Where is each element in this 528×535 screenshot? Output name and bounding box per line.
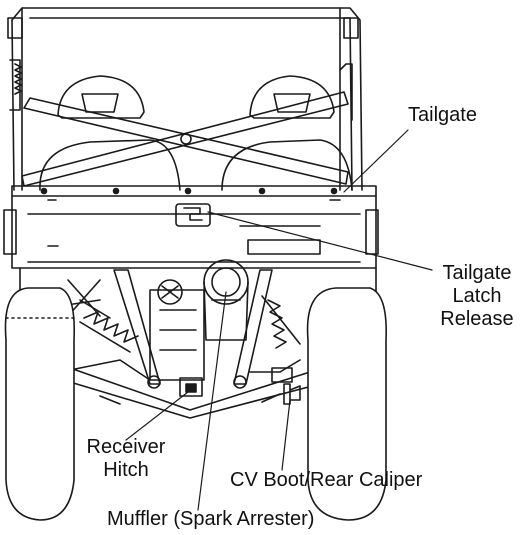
label-latch-line-1: Tailgate [442,262,512,284]
label-hitch-line-2: Hitch [103,459,149,481]
cv-boot-rear-caliper [271,367,301,405]
leader-latch [207,211,433,271]
seat-right [221,75,353,191]
tailgate-panel [3,185,379,269]
label-receiver-hitch: Receiver Hitch [80,436,172,482]
muffler [203,259,249,341]
seat-left [39,75,181,191]
label-latch-line-3: Release [440,308,514,330]
right-suspension [233,269,301,389]
leader-muffler [197,291,227,511]
tailgate-latch-release [175,203,211,227]
receiver-hitch [179,377,203,397]
label-tailgate: Tailgate [408,104,477,127]
leader-hitch [125,391,189,441]
left-rear-tire [4,287,76,521]
label-tailgate-latch-release: Tailgate Latch Release [428,262,526,331]
right-rear-tire [306,287,387,521]
label-muffler-text: Muffler (Spark Arrester) [107,508,315,530]
leader-cv-boot [281,399,291,471]
leader-tailgate [343,129,409,193]
label-cv-boot-text: CV Boot/Rear Caliper [230,469,423,491]
label-cv-boot-rear-caliper: CV Boot/Rear Caliper [230,469,422,492]
left-suspension [67,269,161,389]
rops-frame [7,7,363,191]
cross-braces [21,91,349,187]
leader-lines [125,129,433,511]
tailgate-bolts [40,187,338,195]
drivetrain [149,279,205,381]
label-hitch-line-1: Receiver [86,436,166,458]
label-latch-line-2: Latch [452,285,502,307]
label-tailgate-text: Tailgate [408,104,477,126]
left-gas-strut [14,63,22,95]
label-muffler: Muffler (Spark Arrester) [107,508,314,531]
